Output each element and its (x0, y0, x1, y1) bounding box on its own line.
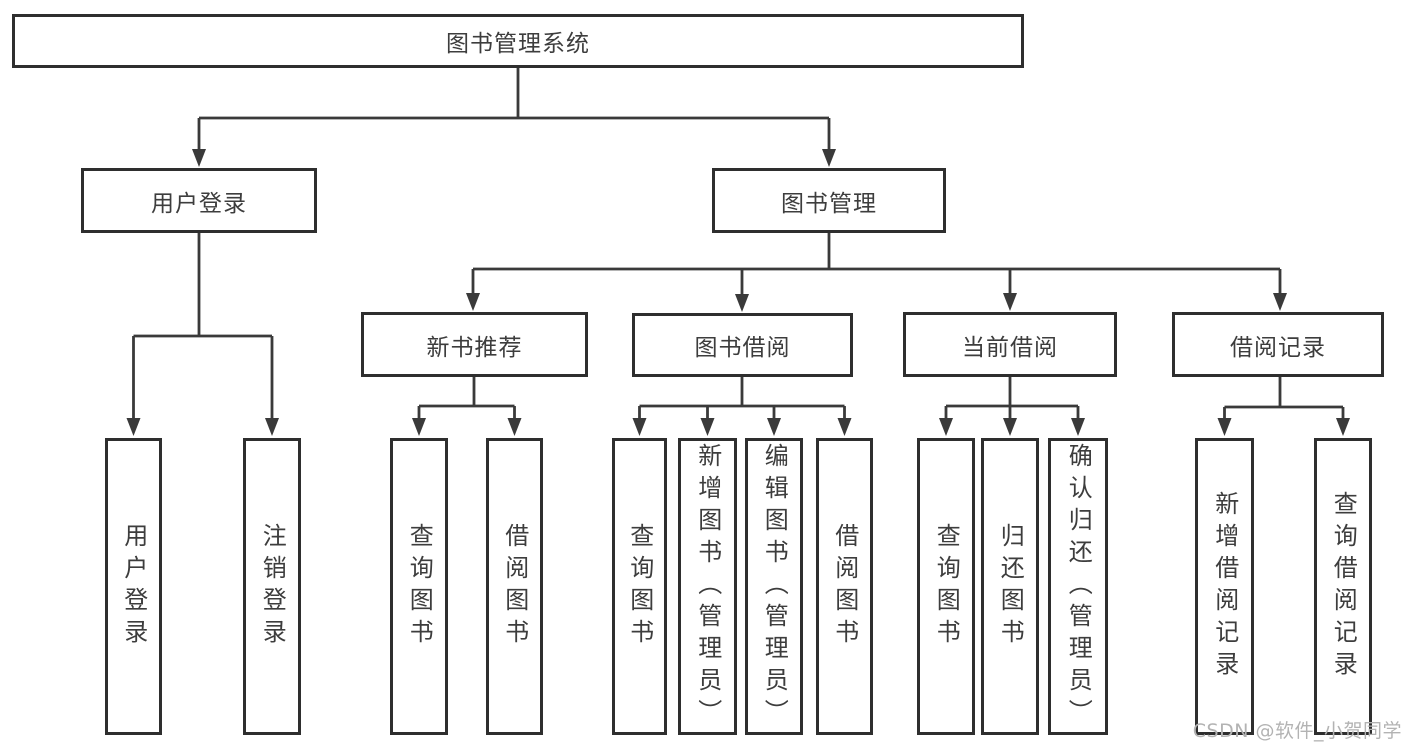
node-book-management: 图书管理 (712, 168, 946, 233)
leaf-user-login: 用户登录 (105, 438, 162, 735)
connector-current-borrowing-children (939, 377, 1085, 436)
node-label: 新增借阅记录 (1210, 490, 1239, 683)
node-label: 确认归还（管理员） (1064, 442, 1093, 731)
node-borrowing-records: 借阅记录 (1172, 312, 1384, 377)
node-user-login: 用户登录 (81, 168, 317, 233)
node-label: 用户登录 (151, 190, 247, 217)
leaf-add-borrow-record: 新增借阅记录 (1195, 438, 1254, 735)
leaf-query-books-recommend: 查询图书 (390, 438, 448, 735)
leaf-borrow-books-borrowing: 借阅图书 (816, 438, 873, 735)
leaf-borrow-books-recommend: 借阅图书 (486, 438, 543, 735)
node-label: 图书借阅 (694, 335, 791, 361)
node-current-borrowing: 当前借阅 (903, 312, 1117, 377)
node-label: 查询图书 (932, 522, 961, 651)
node-label: 查询图书 (625, 522, 654, 651)
node-label: 当前借阅 (962, 334, 1058, 361)
node-label: 借阅记录 (1230, 334, 1326, 361)
connector-book-borrowing-children (632, 377, 852, 436)
leaf-query-books-borrowing: 查询图书 (612, 438, 667, 735)
node-new-book-recommendation: 新书推荐 (361, 312, 588, 377)
csdn-watermark: CSDN @软件_小贺同学 (1192, 720, 1402, 742)
leaf-edit-books-admin: 编辑图书（管理员） (745, 438, 803, 735)
leaf-add-books-admin: 新增图书（管理员） (678, 438, 737, 735)
node-book-borrowing: 图书借阅 (632, 313, 853, 377)
node-label: 借阅图书 (830, 522, 859, 651)
node-label: 新书推荐 (426, 334, 523, 361)
leaf-return-books: 归还图书 (981, 438, 1039, 735)
node-label: 归还图书 (996, 522, 1025, 651)
node-label: 借阅图书 (500, 522, 529, 651)
connector-borrowing-records-children (1217, 377, 1350, 436)
connector-user-login-children (126, 233, 279, 436)
node-label: 图书管理 (781, 190, 877, 217)
node-label: 注销登录 (258, 522, 287, 651)
connector-new-book-recommendation-children (412, 377, 522, 436)
node-label: 查询借阅记录 (1329, 490, 1358, 683)
connector-root-to-level2 (192, 68, 836, 167)
node-label: 图书管理系统 (446, 31, 590, 57)
node-library-management-system: 图书管理系统 (12, 14, 1024, 68)
node-label: 新增图书（管理员） (693, 442, 722, 731)
connector-book-management-children (466, 233, 1287, 312)
leaf-query-books-current: 查询图书 (917, 438, 975, 735)
leaf-logout: 注销登录 (243, 438, 301, 735)
node-label: 用户登录 (119, 522, 148, 651)
leaf-query-borrow-record: 查询借阅记录 (1314, 438, 1372, 735)
node-label: 查询图书 (405, 522, 434, 651)
leaf-confirm-return-admin: 确认归还（管理员） (1048, 438, 1108, 735)
node-label: 编辑图书（管理员） (760, 442, 789, 731)
